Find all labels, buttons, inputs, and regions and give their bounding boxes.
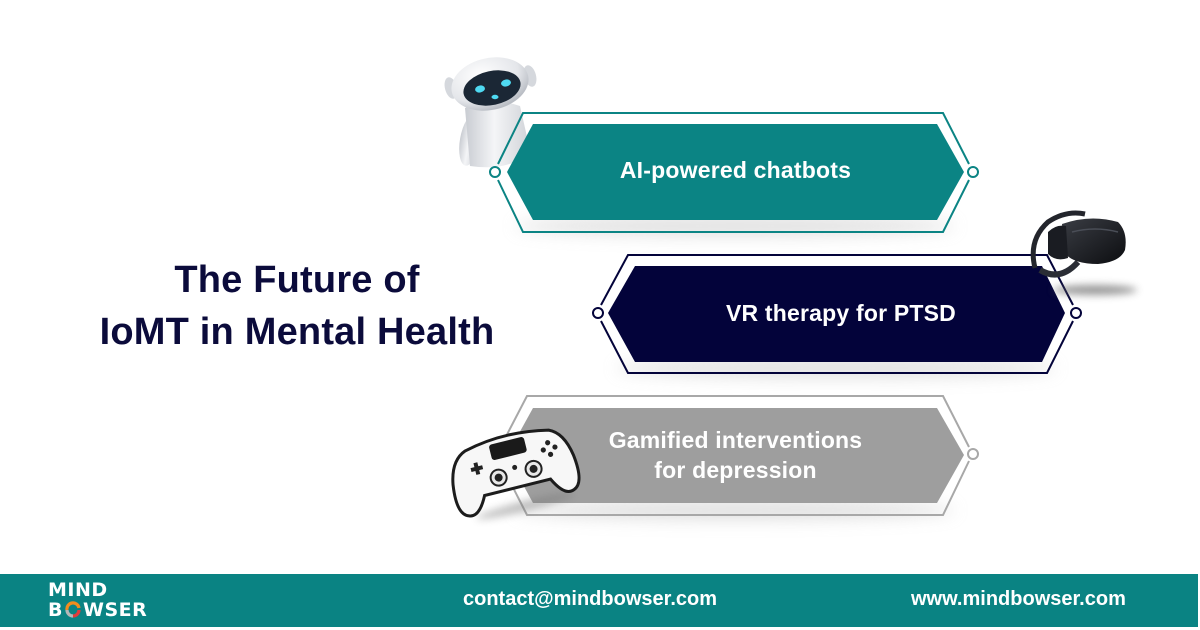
item-label-gamified: Gamified interventions for depression xyxy=(507,425,964,485)
page-title: The Future of IoMT in Mental Health xyxy=(40,254,554,358)
footer-bar: MIND B WSER contact@mindbowser.com www.m… xyxy=(0,574,1198,627)
item-label-line: for depression xyxy=(654,457,817,483)
gamepad-icon xyxy=(451,428,581,520)
item-label-vr-therapy: VR therapy for PTSD xyxy=(612,298,1070,328)
logo-line-2-prefix: B xyxy=(48,598,63,621)
logo-line-2-suffix: WSER xyxy=(82,598,148,621)
vr-headset-icon xyxy=(1030,210,1137,295)
item-chatbots xyxy=(444,57,979,236)
item-label-line: Gamified interventions xyxy=(608,427,863,453)
contact-email-link[interactable]: contact@mindbowser.com xyxy=(463,588,717,610)
logo-line-1: MIND xyxy=(48,578,108,601)
title-line-2: IoMT in Mental Health xyxy=(99,311,495,353)
title-line-1: The Future of xyxy=(174,259,420,301)
logo-swirl-icon xyxy=(65,601,81,618)
item-label-line: VR therapy for PTSD xyxy=(725,300,956,326)
item-vr-therapy xyxy=(592,210,1137,378)
website-link[interactable]: www.mindbowser.com xyxy=(911,588,1126,610)
item-gamified xyxy=(451,395,979,520)
item-label-chatbots: AI-powered chatbots xyxy=(507,155,964,185)
robot-icon xyxy=(444,57,537,168)
item-label-line: AI-powered chatbots xyxy=(619,157,852,183)
mindbowser-logo[interactable]: MIND B WSER xyxy=(48,580,147,620)
